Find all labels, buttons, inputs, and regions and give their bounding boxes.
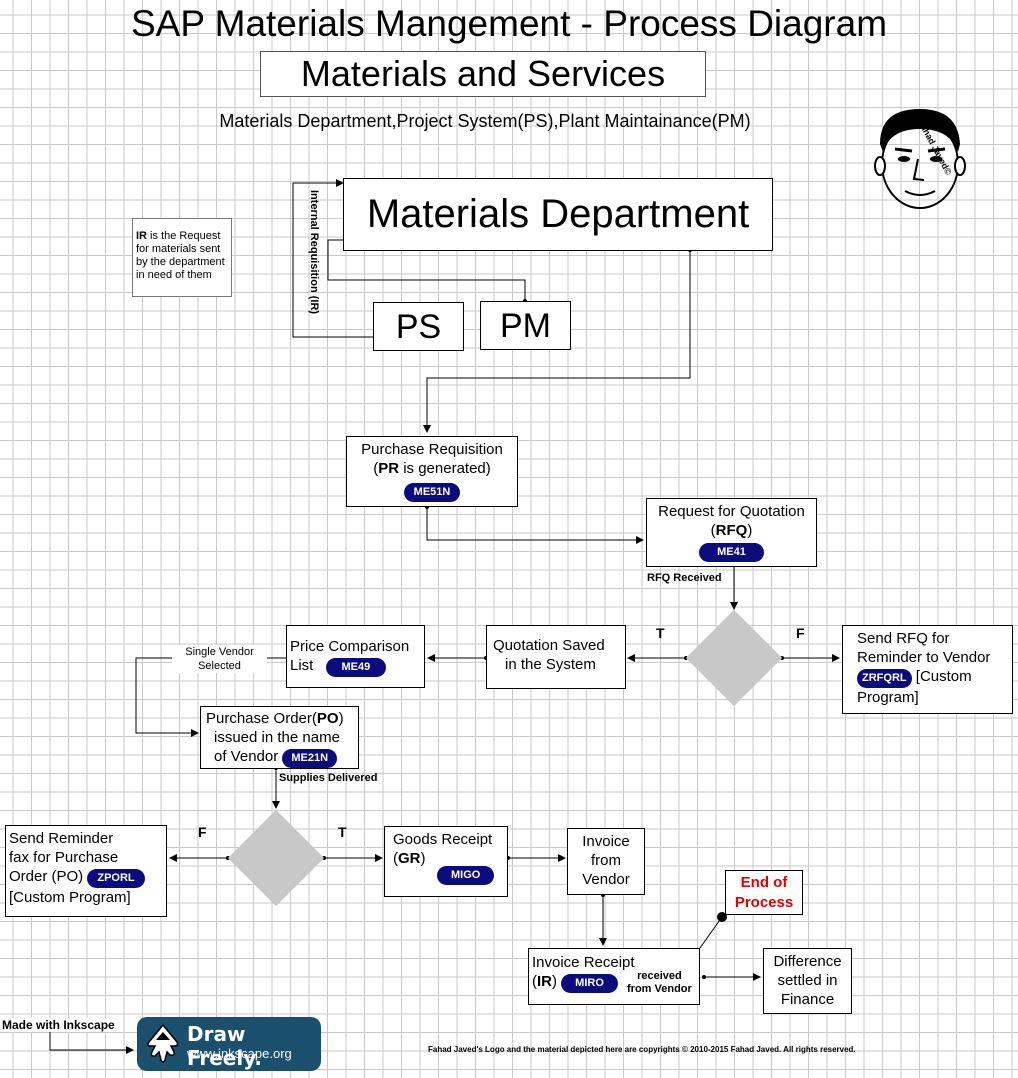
purchase-order-line2: issued in the name [214, 729, 340, 746]
price-comparison-node: Price Comparison List ME49 [286, 625, 425, 688]
tcode-me51n: ME51N [403, 483, 461, 502]
rfq-received-label: RFQ Received [647, 572, 722, 584]
rfq-true-label: T [656, 625, 665, 641]
rfq-subtitle: (RFQ) [710, 522, 753, 539]
send-rfq-reminder-line1: Send RFQ for [857, 630, 950, 647]
rfq-node: Request for Quotation (RFQ) ME41 [646, 498, 817, 567]
gr-false-label: F [198, 824, 207, 840]
ps-box: PS [373, 302, 464, 351]
purchase-requisition-node: Purchase Requisition (PR is generated) M… [346, 436, 518, 507]
send-reminder-fax-line4: [Custom Program] [9, 889, 131, 906]
purchase-order-node: Purchase Order(PO) issued in the name of… [200, 706, 359, 769]
inkscape-badge-url: www.inkscape.org [187, 1046, 292, 1061]
pm-box: PM [480, 301, 571, 350]
tcode-migo: MIGO [437, 866, 495, 885]
inkscape-badge[interactable]: Draw Freely. www.inkscape.org [137, 1017, 321, 1071]
page-subtitle-box: Materials and Services [260, 51, 706, 97]
purchase-requisition-title: Purchase Requisition [361, 441, 503, 458]
author-logo [874, 109, 966, 209]
invoice-from-vendor-node: Invoice from Vendor [567, 828, 645, 895]
materials-department-box: Materials Department [343, 178, 773, 251]
made-with-inkscape-label: Made with Inkscape [2, 1018, 115, 1032]
ir-note-text: is the Request for materials sent by the… [136, 230, 225, 281]
single-vendor-label: Single Vendor Selected [172, 645, 267, 673]
quotation-saved-line1: Quotation Saved [493, 637, 605, 654]
tcode-me21n: ME21N [282, 749, 338, 768]
price-comparison-line1: Price Comparison [290, 638, 410, 655]
page-subtitle: Materials and Services [300, 53, 666, 94]
departments-line: Materials Department,Project System(PS),… [219, 111, 751, 131]
ir-note-term: IR [136, 230, 147, 242]
tcode-zrfqrl: ZRFQRL [857, 669, 912, 688]
goods-receipt-node: Goods Receipt (GR) MIGO [384, 826, 508, 897]
quotation-saved-node: Quotation Saved in the System [486, 625, 626, 689]
purchase-requisition-subtitle: (PR is generated) [373, 460, 491, 477]
tcode-miro: MIRO [561, 974, 618, 993]
invoice-receipt-node: Invoice Receipt (IR) MIRO received from … [528, 948, 700, 1005]
end-of-process-node: End of Process [725, 870, 803, 915]
materials-department-label: Materials Department [366, 192, 750, 236]
gr-true-label: T [338, 824, 347, 840]
rfq-false-label: F [796, 625, 805, 641]
inkscape-badge-title: Draw Freely. [187, 1022, 263, 1070]
tcode-me41: ME41 [699, 543, 764, 562]
goods-receipt-line1: Goods Receipt [393, 831, 493, 848]
goods-receipt-line2: (GR) [393, 850, 426, 867]
tcode-zporl: ZPORL [87, 869, 145, 888]
tcode-me49: ME49 [325, 658, 387, 677]
purchase-order-line1: Purchase Order(PO) [206, 710, 344, 727]
ps-label: PS [395, 308, 442, 346]
inkscape-logo-icon [147, 1023, 179, 1063]
send-rfq-reminder-line4: Program] [857, 689, 919, 706]
quotation-saved-line2: in the System [505, 656, 596, 673]
send-reminder-fax-node: Send Reminder fax for Purchase Order (PO… [5, 825, 167, 917]
send-reminder-fax-line1: Send Reminder [9, 830, 114, 847]
page-title: SAP Materials Mangement - Process Diagra… [130, 3, 888, 44]
send-rfq-reminder-node: Send RFQ for Reminder to Vendor ZRFQRL [… [842, 625, 1013, 714]
ir-note: IR is the Request for materials sent by … [132, 218, 232, 297]
send-rfq-reminder-line2: Reminder to Vendor [857, 649, 991, 666]
copyright-notice: Fahad Javed's Logo and the material depi… [428, 1045, 856, 1054]
send-reminder-fax-line2: fax for Purchase [9, 849, 119, 866]
difference-settled-node: Difference settled in Finance [763, 948, 852, 1014]
internal-requisition-label: Internal Requisition (IR) [308, 190, 320, 315]
supplies-delivered-label: Supplies Delivered [279, 772, 378, 784]
rfq-title: Request for Quotation [658, 503, 805, 520]
invoice-receipt-line1: Invoice Receipt [532, 954, 635, 971]
pm-label: PM [500, 307, 551, 345]
